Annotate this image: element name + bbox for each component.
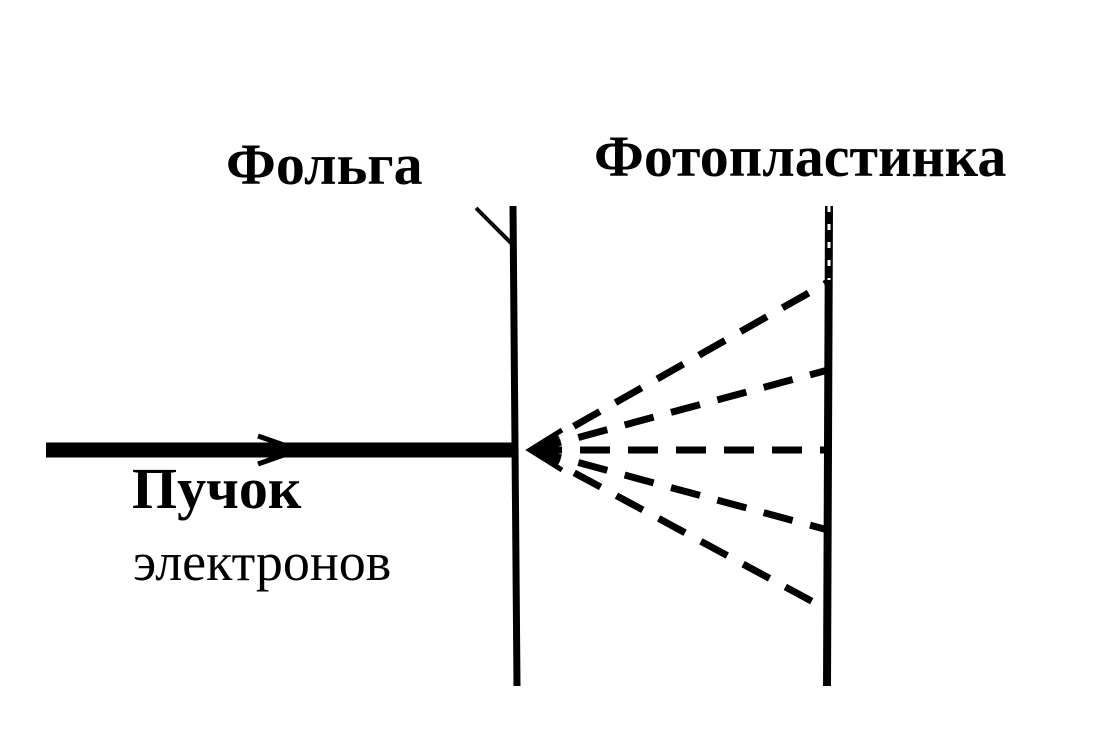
foil-line xyxy=(509,205,521,687)
scattered-ray-1 xyxy=(530,278,830,454)
beam-label-line1: Пучок xyxy=(132,456,302,521)
photoplate-label: Фотопластинка xyxy=(594,124,1007,189)
scattered-ray-4 xyxy=(531,446,829,534)
scattered-rays xyxy=(530,278,830,614)
beam-label-line2: электронов xyxy=(133,532,392,592)
photoplate-line xyxy=(823,205,833,687)
foil-label: Фольга xyxy=(226,132,423,197)
foil-pointer-line xyxy=(474,206,514,246)
scattered-ray-2 xyxy=(531,366,829,454)
beam-direction-arrow-icon xyxy=(257,433,306,467)
scattered-ray-5 xyxy=(530,446,830,614)
scatter-arrow-stem xyxy=(529,448,561,460)
